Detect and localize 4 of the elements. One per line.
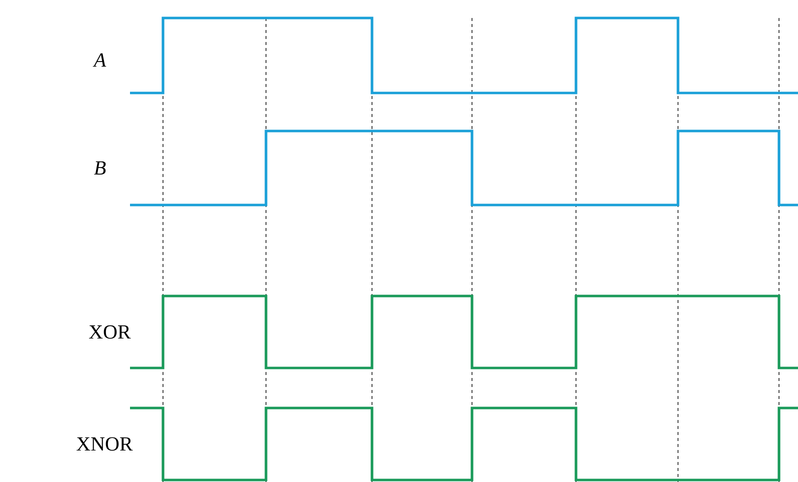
signal-label: B [94, 161, 106, 175]
signal-label: A [92, 53, 106, 67]
signal-label: XOR [89, 325, 131, 339]
signal-label: XNOR [76, 437, 133, 451]
